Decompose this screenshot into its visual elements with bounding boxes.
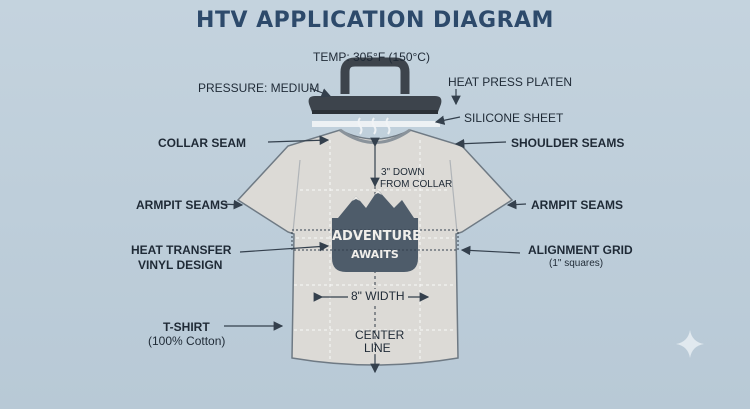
design-text-line2: AWAITS: [351, 248, 399, 261]
htv-design-badge: [291, 190, 459, 272]
htv-label-line1: HEAT TRANSFER: [131, 243, 232, 257]
design-text-line1: ADVENTURE: [332, 229, 421, 244]
heat-press-platen: [308, 57, 442, 114]
armpit-left-label: ARMPIT SEAMS: [136, 198, 229, 212]
htv-leader: [239, 241, 330, 253]
collar-distance-line1: 3" DOWN: [381, 167, 425, 178]
diagram-title: HTV APPLICATION DIAGRAM: [196, 8, 554, 33]
pressure-leader: [309, 87, 332, 98]
tshirt-label-line2: (100% Cotton): [148, 334, 226, 348]
shoulder-seams-label: SHOULDER SEAMS: [511, 136, 625, 150]
collar-seam-label: COLLAR SEAM: [158, 136, 246, 150]
temp-label: TEMP: 305°F (150°C): [313, 50, 430, 64]
sparkle-icon: [676, 330, 704, 358]
width-label: 8" WIDTH: [348, 289, 408, 303]
armpit-left-leader: [221, 199, 244, 210]
silicone-sheet: [312, 121, 440, 127]
htv-label-line2: VINYL DESIGN: [138, 258, 223, 272]
shoulder-seams-leader: [454, 138, 507, 149]
armpit-right-leader: [506, 199, 527, 210]
silicone-label: SILICONE SHEET: [464, 111, 564, 125]
platen-label: HEAT PRESS PLATEN: [448, 75, 573, 89]
tshirt-label-line1: T-SHIRT: [163, 320, 210, 334]
silicone-leader: [434, 115, 461, 125]
center-line-label-2: LINE: [364, 341, 391, 355]
collar-distance-line2: FROM COLLAR: [380, 179, 453, 190]
collar-seam-leader: [267, 135, 330, 146]
center-line-label-1: CENTER: [355, 328, 405, 342]
armpit-right-label: ARMPIT SEAMS: [531, 198, 624, 212]
grid-leader: [460, 245, 521, 256]
grid-label-line1: ALIGNMENT GRID: [528, 243, 633, 257]
pressure-label: PRESSURE: MEDIUM: [198, 81, 320, 95]
grid-label-line2: (1" squares): [549, 258, 604, 269]
